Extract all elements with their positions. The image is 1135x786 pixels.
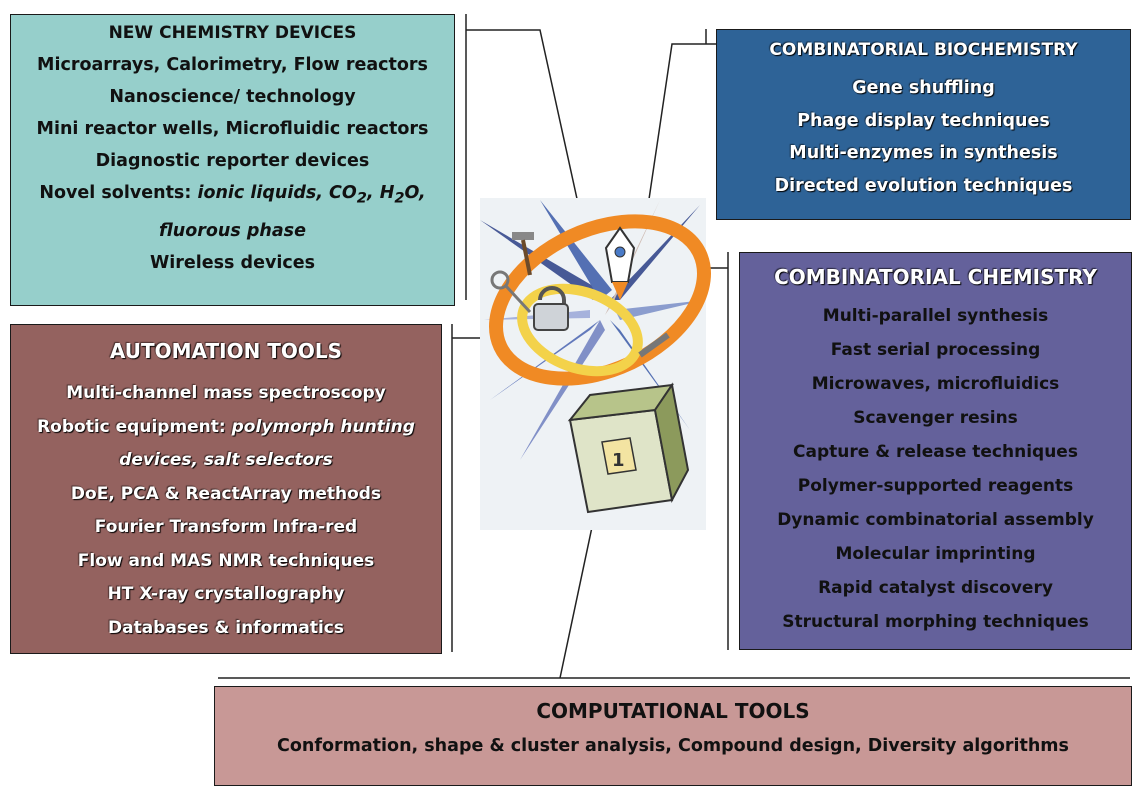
computational-item: Conformation, shape & cluster analysis, … xyxy=(215,731,1131,761)
new-devices-solvents: Novel solvents: ionic liquids, CO2, H2O, xyxy=(11,177,454,215)
solvents-italic-3: O, xyxy=(405,183,426,203)
computational-title: COMPUTATIONAL TOOLS xyxy=(215,699,1131,723)
automation-robotic-line2: devices, salt selectors xyxy=(11,444,441,478)
combinatorial-item: Structural morphing techniques xyxy=(740,605,1131,639)
combinatorial-panel: COMBINATORIAL CHEMISTRY Multi-parallel s… xyxy=(739,252,1132,650)
combinatorial-item: Polymer-supported reagents xyxy=(740,469,1131,503)
combinatorial-item: Scavenger resins xyxy=(740,401,1131,435)
combinatorial-item: Fast serial processing xyxy=(740,333,1131,367)
biochemistry-item: Phage display techniques xyxy=(717,105,1130,138)
combinatorial-item: Capture & release techniques xyxy=(740,435,1131,469)
toolbox-icon: 1 xyxy=(570,385,688,512)
solvents-italic-2: , H xyxy=(367,183,394,203)
new-devices-solvents-line2: fluorous phase xyxy=(11,215,454,247)
solvents-prefix: Novel solvents: xyxy=(39,183,197,203)
automation-item: Fourier Transform Infra-red xyxy=(11,511,441,545)
combinatorial-title: COMBINATORIAL CHEMISTRY xyxy=(740,265,1131,289)
automation-title: AUTOMATION TOOLS xyxy=(11,339,441,363)
combinatorial-item: Molecular imprinting xyxy=(740,537,1131,571)
biochemistry-item: Directed evolution techniques xyxy=(717,170,1130,203)
automation-item: DoE, PCA & ReactArray methods xyxy=(11,478,441,512)
robotic-italic: polymorph hunting xyxy=(232,417,415,437)
automation-item: Databases & informatics xyxy=(11,612,441,646)
combinatorial-item: Multi-parallel synthesis xyxy=(740,299,1131,333)
robotic-prefix: Robotic equipment: xyxy=(37,417,232,437)
computational-panel: COMPUTATIONAL TOOLS Conformation, shape … xyxy=(214,686,1132,786)
automation-panel: AUTOMATION TOOLS Multi-channel mass spec… xyxy=(10,324,442,654)
automation-item: Flow and MAS NMR techniques xyxy=(11,545,441,579)
solvents-sub-1: 2 xyxy=(357,190,367,207)
combinatorial-item: Microwaves, microfluidics xyxy=(740,367,1131,401)
new-devices-item: Wireless devices xyxy=(11,247,454,279)
automation-item: HT X-ray crystallography xyxy=(11,578,441,612)
biochemistry-item: Multi-enzymes in synthesis xyxy=(717,137,1130,170)
biochemistry-panel: COMBINATORIAL BIOCHEMISTRY Gene shufflin… xyxy=(716,29,1131,220)
new-devices-panel: NEW CHEMISTRY DEVICES Microarrays, Calor… xyxy=(10,14,455,306)
new-devices-item: Diagnostic reporter devices xyxy=(11,145,454,177)
combinatorial-item: Dynamic combinatorial assembly xyxy=(740,503,1131,537)
biochemistry-title: COMBINATORIAL BIOCHEMISTRY xyxy=(717,40,1130,60)
automation-item: Multi-channel mass spectroscopy xyxy=(11,377,441,411)
solvents-sub-2: 2 xyxy=(394,190,404,207)
new-devices-item: Mini reactor wells, Microfluidic reactor… xyxy=(11,113,454,145)
new-devices-item: Microarrays, Calorimetry, Flow reactors xyxy=(11,49,454,81)
svg-text:1: 1 xyxy=(612,450,625,471)
biochemistry-item: Gene shuffling xyxy=(717,72,1130,105)
new-devices-title: NEW CHEMISTRY DEVICES xyxy=(11,23,454,43)
combinatorial-item: Rapid catalyst discovery xyxy=(740,571,1131,605)
new-devices-item: Nanoscience/ technology xyxy=(11,81,454,113)
solvents-italic-1: ionic liquids, CO xyxy=(197,183,356,203)
automation-robotic: Robotic equipment: polymorph hunting xyxy=(11,411,441,445)
